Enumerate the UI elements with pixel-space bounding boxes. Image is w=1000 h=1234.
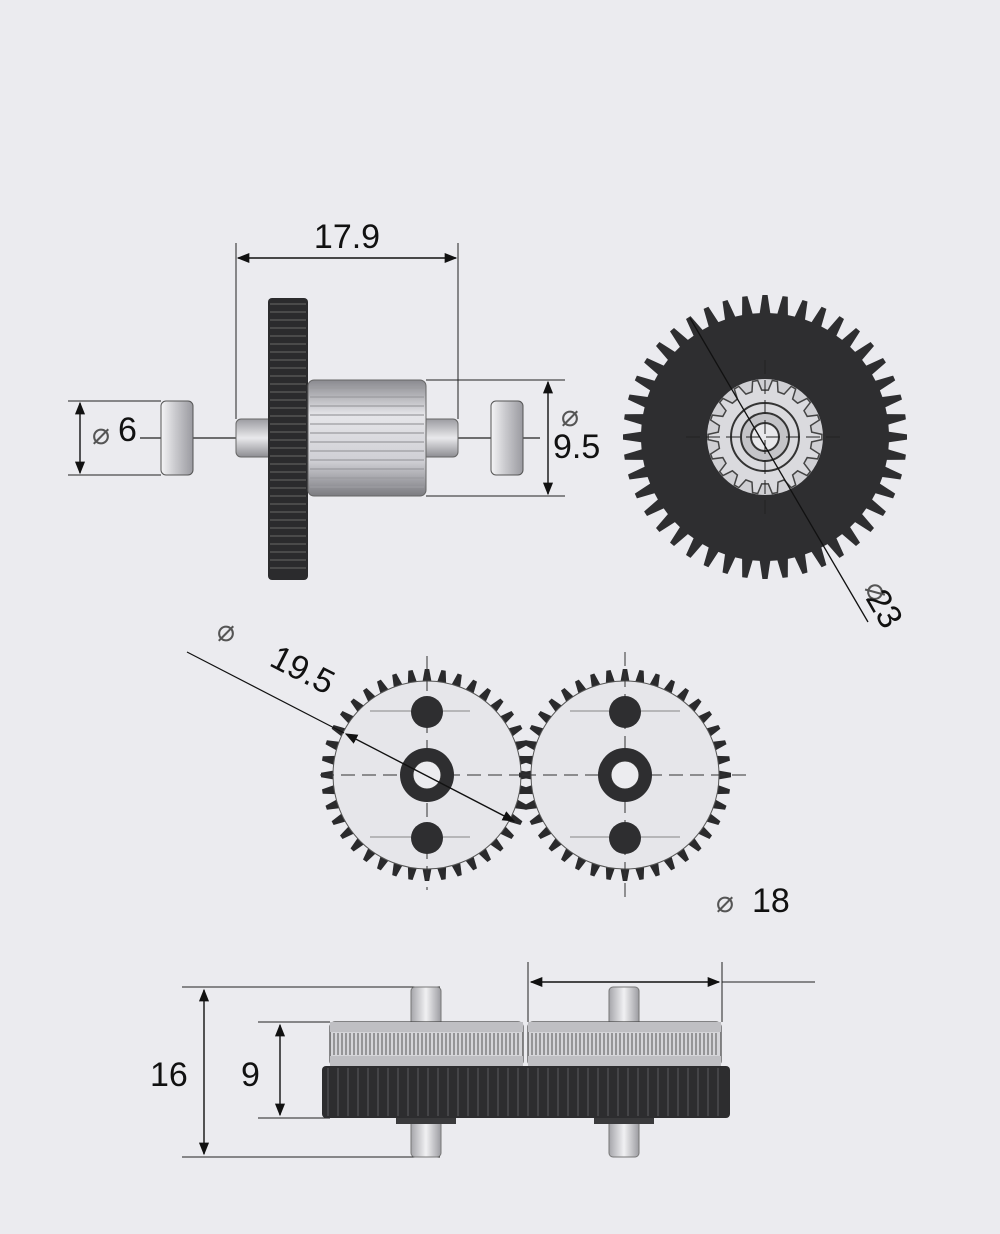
large-gear-face-view: ⌀ 23 [623, 295, 910, 635]
diameter-symbol: ⌀ [217, 614, 235, 649]
pinion [307, 379, 427, 497]
left-drive-gear [320, 656, 533, 890]
gear-height-label: 9 [241, 1056, 260, 1094]
diameter-symbol: ⌀ [92, 417, 110, 452]
mounting-hole [609, 822, 641, 854]
bearing-diameter-label: 6 [118, 411, 137, 449]
drive-gear-side-view: 16 9 [150, 962, 815, 1158]
right-drive-gear [519, 652, 752, 898]
mounting-hole [411, 696, 443, 728]
left-bearing [160, 400, 194, 476]
right-bearing [490, 400, 524, 476]
pinion-diameter-label: 9.5 [553, 428, 600, 466]
shaft-side-view: 17.9 ⌀ 6 ⌀ 9.5 [68, 218, 600, 580]
diameter-symbol: ⌀ [561, 399, 579, 434]
left-drive-wheel [329, 1021, 524, 1067]
diameter-symbol: ⌀ [716, 885, 734, 920]
drive-gear-pair: ⌀ 19.5 ⌀ 18 [186, 614, 790, 920]
large-gear-side [268, 298, 308, 580]
shaft-length-label: 17.9 [314, 218, 380, 256]
right-drive-wheel [527, 1021, 722, 1067]
assembly-height-label: 16 [150, 1056, 188, 1094]
center-distance-label: 19.5 [264, 638, 340, 702]
mounting-hole [411, 822, 443, 854]
mounting-hole [609, 696, 641, 728]
drive-gear-diameter-label: 18 [752, 882, 790, 920]
